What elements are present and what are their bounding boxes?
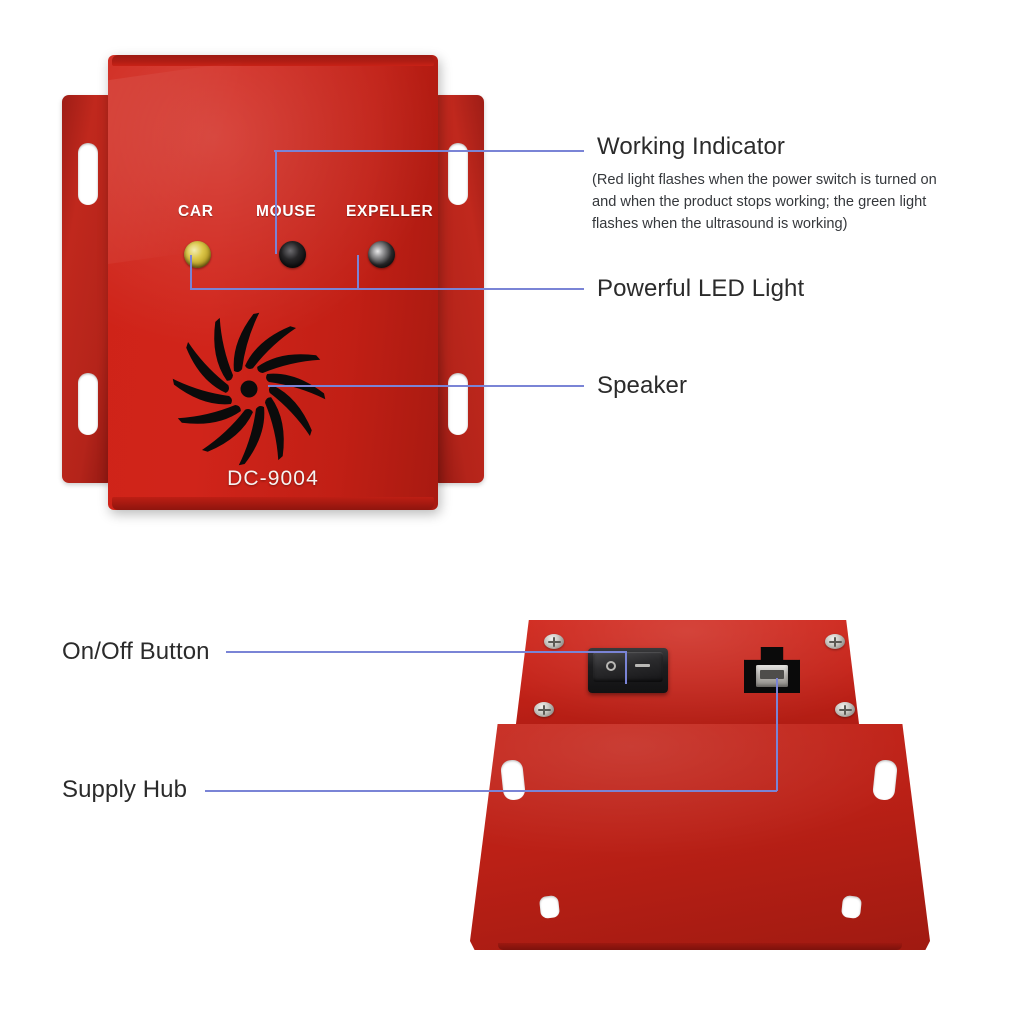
speaker-blade bbox=[264, 397, 284, 461]
device-rear-top-face bbox=[515, 620, 860, 732]
led-label-mouse: MOUSE bbox=[256, 203, 317, 220]
callout-title-powerful-led-light: Powerful LED Light bbox=[597, 275, 805, 302]
faceplate-top-edge bbox=[112, 55, 434, 66]
led-label-expeller: EXPELLER bbox=[346, 203, 434, 220]
speaker-blade bbox=[245, 326, 297, 369]
rocker-paddle[interactable] bbox=[593, 652, 663, 682]
faceplate-bottom-edge bbox=[112, 497, 434, 510]
device-front-view: CAR MOUSE EXPELLER DC-9004 bbox=[62, 55, 484, 525]
plate-slot-bottom-right bbox=[840, 895, 863, 919]
led-indicator-expeller bbox=[368, 241, 395, 268]
leader-led-light-horizontal bbox=[190, 288, 584, 290]
switch-off-symbol-icon bbox=[606, 661, 616, 671]
led-indicator-mouse bbox=[279, 241, 306, 268]
speaker-blade bbox=[257, 354, 321, 374]
led-label-car: CAR bbox=[178, 203, 214, 220]
callout-note-line-2: and when the product stops working; the … bbox=[592, 193, 927, 210]
mounting-bracket-left bbox=[62, 95, 114, 483]
device-rear-view bbox=[470, 620, 930, 950]
callout-note-working-indicator: (Red light flashes when the power switch… bbox=[592, 170, 992, 236]
bracket-slot-right-bottom bbox=[448, 373, 468, 435]
power-rocker-switch[interactable] bbox=[588, 648, 668, 693]
speaker-blade bbox=[172, 378, 232, 405]
callout-note-line-3: flashes when the ultrasound is working) bbox=[592, 215, 848, 232]
plate-slot-bottom-left bbox=[538, 895, 561, 919]
leader-led-light-vertical-expeller bbox=[357, 255, 359, 288]
supply-hub-connector bbox=[756, 665, 788, 687]
speaker-blade bbox=[233, 312, 260, 372]
leader-working-indicator-vertical bbox=[275, 150, 277, 254]
speaker-grille bbox=[160, 300, 338, 478]
screw-top-right bbox=[825, 634, 845, 649]
device-rear-plate bbox=[470, 724, 930, 950]
callout-note-line-1: (Red light flashes when the power switch… bbox=[592, 172, 937, 188]
speaker-blade bbox=[269, 385, 312, 437]
speaker-blade bbox=[214, 317, 234, 381]
leader-working-indicator-horizontal bbox=[274, 150, 584, 152]
screw-top-left bbox=[544, 634, 564, 649]
plate-slot-top-left bbox=[499, 758, 527, 802]
speaker-blade bbox=[186, 341, 229, 393]
leader-supply-hub-horizontal bbox=[205, 790, 777, 792]
speaker-blade bbox=[177, 404, 241, 424]
device-model-name: DC-9004 bbox=[227, 467, 319, 490]
device-faceplate: CAR MOUSE EXPELLER DC-9004 bbox=[108, 55, 438, 510]
leader-speaker-horizontal bbox=[268, 385, 584, 387]
bracket-slot-left-bottom bbox=[78, 373, 98, 435]
callout-title-working-indicator: Working Indicator bbox=[597, 133, 786, 160]
leader-on-off-vertical bbox=[625, 651, 627, 684]
faceplate-highlight bbox=[108, 61, 269, 267]
callout-title-speaker: Speaker bbox=[597, 372, 688, 399]
leader-supply-hub-vertical bbox=[776, 678, 778, 791]
switch-on-symbol-icon bbox=[635, 664, 650, 667]
callout-title-on-off-button: On/Off Button bbox=[62, 638, 210, 665]
screw-bottom-right bbox=[835, 702, 855, 717]
led-indicator-car bbox=[184, 241, 211, 268]
supply-hub-port[interactable] bbox=[744, 647, 800, 693]
callout-title-supply-hub: Supply Hub bbox=[62, 776, 188, 803]
speaker-blade bbox=[238, 406, 265, 466]
leader-on-off-horizontal bbox=[226, 651, 626, 653]
leader-led-light-vertical-car bbox=[190, 255, 192, 288]
rear-plate-bottom-edge bbox=[498, 943, 902, 950]
screw-bottom-left bbox=[534, 702, 554, 717]
bracket-slot-right-top bbox=[448, 143, 468, 205]
speaker-blade bbox=[201, 409, 253, 452]
speaker-center-dot bbox=[240, 380, 258, 398]
bracket-slot-left-top bbox=[78, 143, 98, 205]
